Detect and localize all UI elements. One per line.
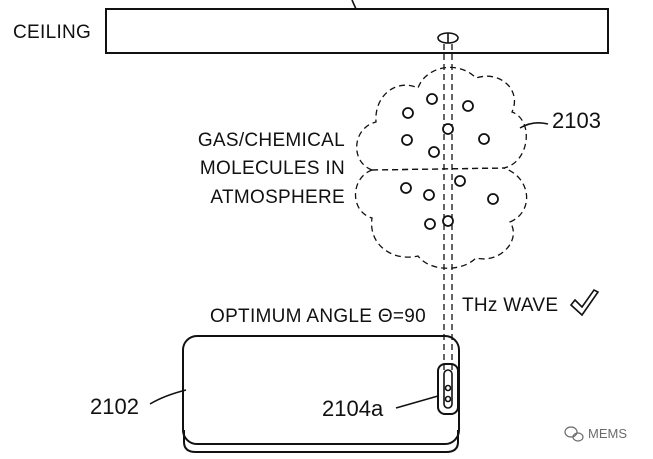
watermark: MEMS	[564, 426, 627, 442]
ceiling-slab	[105, 8, 609, 54]
cloud-ref-number: 2103	[552, 108, 601, 133]
ceiling-emitter-icon	[437, 32, 459, 44]
ceiling-leader-line	[351, 0, 357, 10]
watermark-text: MEMS	[588, 426, 627, 441]
checkmark-icon	[569, 288, 600, 317]
molecule	[428, 146, 440, 158]
molecule	[423, 189, 435, 201]
molecule	[487, 193, 499, 205]
thz-wave-callout: THz WAVE	[462, 288, 600, 317]
cloud-divider	[371, 167, 505, 171]
sensor-leader-line	[395, 395, 439, 409]
molecule	[442, 123, 454, 135]
molecule	[400, 182, 412, 194]
sensor-module: 2104a	[322, 363, 459, 421]
sensor-ref-number: 2104a	[322, 396, 384, 421]
device-leader-line	[149, 389, 187, 405]
molecule	[424, 218, 436, 230]
molecule	[401, 134, 413, 146]
molecule	[442, 215, 454, 227]
molecule	[402, 107, 414, 119]
cloud-lower	[355, 167, 528, 269]
thz-wave-label: THz WAVE	[462, 295, 558, 316]
cloud-leader-line	[519, 122, 549, 129]
device-body	[182, 335, 460, 445]
gas-label-line-1: GAS/CHEMICAL	[198, 130, 345, 151]
ceiling: CEILING	[13, 0, 609, 54]
device-base	[183, 430, 459, 453]
wechat-icon	[564, 426, 584, 442]
gas-label-line-3: ATMOSPHERE	[210, 187, 345, 208]
gas-label: GAS/CHEMICAL MOLECULES IN ATMOSPHERE	[198, 130, 345, 208]
molecule-cloud: 2103	[355, 66, 601, 269]
cloud-upper	[356, 66, 527, 171]
molecule	[462, 100, 474, 112]
thz-beam	[443, 44, 453, 372]
device: 2102	[90, 335, 460, 453]
molecules	[400, 93, 499, 230]
sensor-module-icon	[437, 363, 459, 415]
gas-label-line-2: MOLECULES IN	[200, 158, 345, 179]
optimum-angle-label: OPTIMUM ANGLE Θ=90	[210, 306, 426, 327]
molecule	[478, 133, 490, 145]
device-ref-number: 2102	[90, 394, 139, 419]
ceiling-label: CEILING	[13, 22, 91, 43]
molecule	[454, 175, 466, 187]
molecule	[426, 93, 438, 105]
